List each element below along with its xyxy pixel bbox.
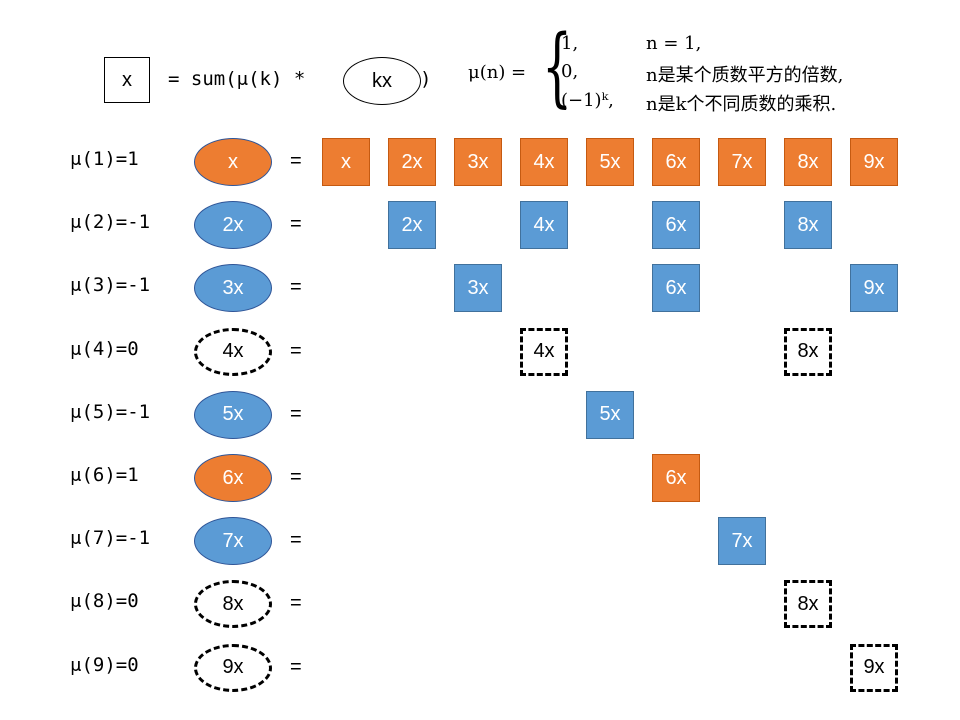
equals-sign: =: [290, 402, 302, 425]
multiple-oval: 4x: [194, 327, 272, 376]
equals-sign: =: [290, 655, 302, 678]
multiple-oval: 3x: [194, 264, 272, 313]
multiple-cell: 9x: [850, 264, 898, 313]
multiple-cell: 7x: [718, 138, 766, 186]
multiple-cell: 3x: [454, 138, 502, 186]
multiple-oval: 8x: [194, 580, 272, 629]
multiple-cell: 8x: [784, 201, 832, 250]
multiple-cell: 8x: [784, 327, 832, 376]
multiple-cell: 6x: [652, 454, 700, 502]
sum-formula-text: = sum(μ(k) *: [168, 68, 306, 90]
kx-ellipse: kx: [343, 57, 421, 105]
mu-value-label: μ(8)=0: [70, 590, 139, 613]
left-brace-icon: {: [542, 17, 573, 117]
multiple-cell: 8x: [784, 138, 832, 186]
equals-sign: =: [290, 276, 302, 299]
x-box: x: [104, 57, 150, 103]
multiple-cell: 2x: [388, 138, 436, 186]
equals-sign: =: [290, 466, 302, 488]
equals-sign: =: [290, 592, 302, 615]
case-condition: n是k个不同质数的乘积.: [646, 94, 837, 115]
mu-value-label: μ(5)=-1: [70, 400, 151, 423]
case-condition: n = 1,: [646, 33, 702, 54]
multiple-cell: 4x: [520, 327, 568, 376]
case-condition: n是某个质数平方的倍数,: [646, 65, 844, 86]
multiple-oval: 9x: [194, 643, 272, 692]
multiple-oval: 2x: [194, 201, 272, 250]
multiple-cell: x: [322, 138, 370, 186]
multiple-oval: 5x: [194, 390, 272, 439]
multiple-cell: 4x: [520, 138, 568, 186]
mu-value-label: μ(2)=-1: [70, 211, 151, 234]
multiple-cell: 5x: [586, 390, 634, 439]
multiple-cell: 6x: [652, 138, 700, 186]
mu-value-label: μ(7)=-1: [70, 527, 151, 550]
case-value: 0,: [561, 61, 579, 82]
multiple-cell: 3x: [454, 264, 502, 313]
multiple-oval: x: [194, 138, 272, 186]
multiple-cell: 5x: [586, 138, 634, 186]
mu-value-label: μ(9)=0: [70, 653, 139, 676]
equals-sign: =: [290, 150, 302, 172]
mu-value-label: μ(3)=-1: [70, 274, 151, 297]
multiple-cell: 9x: [850, 643, 898, 692]
multiple-cell: 7x: [718, 517, 766, 566]
equals-sign: =: [290, 213, 302, 236]
multiple-cell: 9x: [850, 138, 898, 186]
case-value: 1,: [561, 33, 579, 54]
mu-value-label: μ(1)=1: [70, 148, 139, 170]
multiple-cell: 8x: [784, 580, 832, 629]
multiple-cell: 6x: [652, 201, 700, 250]
multiple-oval: 7x: [194, 517, 272, 566]
formula-close-paren: ): [420, 68, 432, 90]
mu-value-label: μ(6)=1: [70, 464, 139, 486]
mobius-lhs: μ(n) =: [468, 62, 527, 83]
multiple-cell: 4x: [520, 201, 568, 250]
equals-sign: =: [290, 529, 302, 552]
multiple-cell: 6x: [652, 264, 700, 313]
mu-value-label: μ(4)=0: [70, 337, 139, 360]
mobius-definition: μ(n) = { 1, n = 1, 0, n是某个质数平方的倍数, (−1)ᵏ…: [466, 24, 886, 116]
case-value: (−1)ᵏ,: [561, 90, 614, 111]
multiple-cell: 2x: [388, 201, 436, 250]
equals-sign: =: [290, 339, 302, 362]
multiple-oval: 6x: [194, 454, 272, 502]
